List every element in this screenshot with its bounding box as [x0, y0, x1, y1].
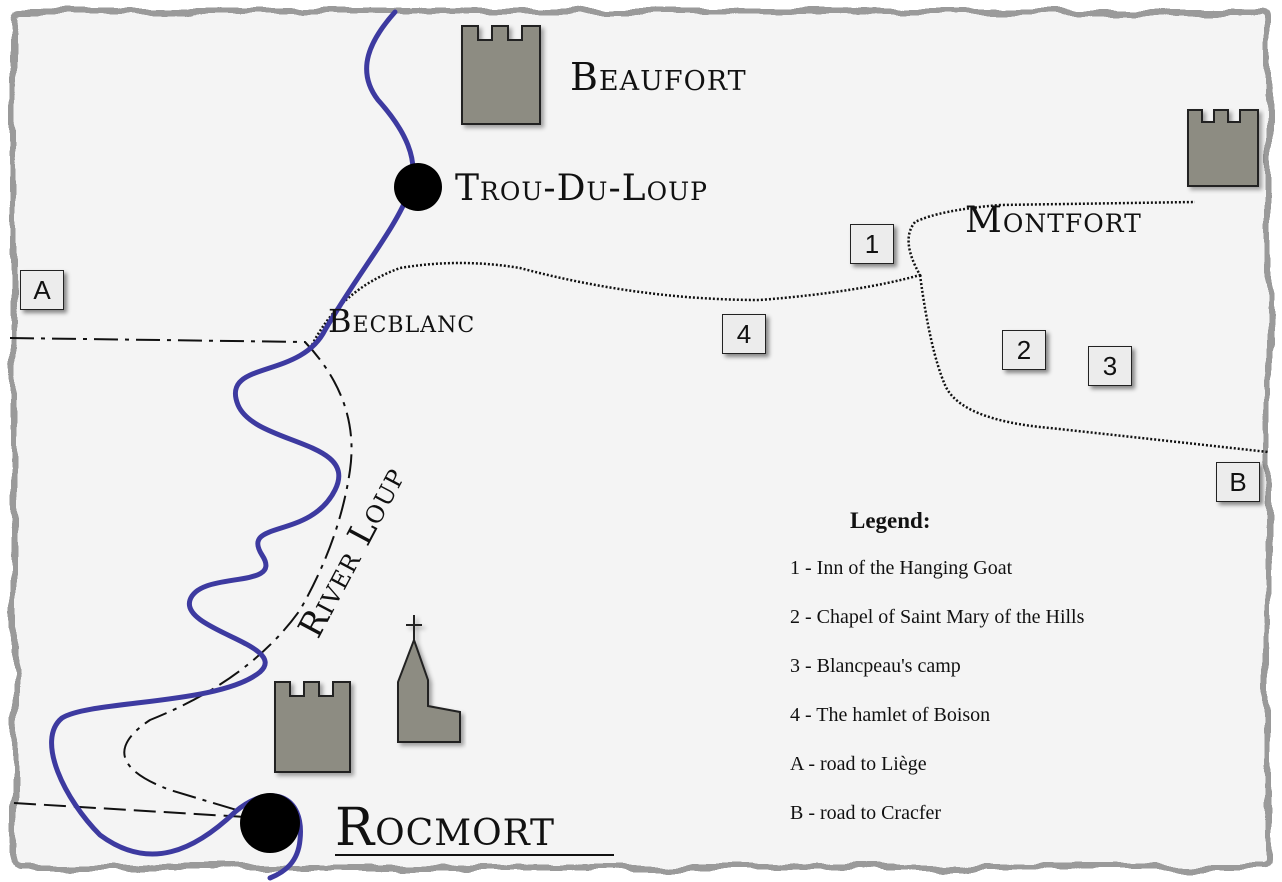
marker-4: 4: [722, 314, 766, 354]
trail-to-montfort: [310, 200, 1196, 346]
river-loup: [49, 9, 416, 881]
legend-item: 4 - The hamlet of Boison: [790, 704, 991, 726]
town-dot-trou-du-loup: [394, 163, 442, 211]
legend-title: Legend:: [850, 508, 931, 533]
tower-icon: [274, 681, 351, 773]
legend-item: 2 - Chapel of Saint Mary of the Hills: [790, 606, 1085, 628]
road-west: [13, 802, 263, 819]
legend-item: 3 - Blancpeau's camp: [790, 655, 961, 677]
road-to-cracfer: [918, 274, 1269, 454]
legend-item: B - road to Cracfer: [790, 802, 942, 824]
place-trou-du-loup: Trou-Du-Loup: [455, 168, 708, 209]
parchment-background: [11, 9, 1271, 871]
chapel-icon: [397, 615, 461, 743]
place-becblanc: Becblanc: [328, 302, 475, 340]
marker-a: A: [20, 270, 64, 310]
legend-item: 1 - Inn of the Hanging Goat: [790, 557, 1013, 579]
marker-b: B: [1216, 462, 1260, 502]
marker-3: 3: [1088, 346, 1132, 386]
marker-2: 2: [1002, 330, 1046, 370]
road-to-liege: [9, 337, 353, 821]
town-dot-rocmort: [240, 793, 300, 853]
place-montfort: Montfort: [965, 200, 1142, 241]
legend-item: A - road to Liège: [790, 753, 927, 775]
place-beaufort: Beaufort: [570, 55, 747, 99]
tower-icon: [461, 25, 541, 125]
tower-icon: [1187, 109, 1259, 187]
place-rocmort: Rocmort: [335, 798, 555, 858]
legend: Legend: 1 - Inn of the Hanging Goat 2 - …: [790, 508, 1260, 850]
marker-1: 1: [850, 224, 894, 264]
